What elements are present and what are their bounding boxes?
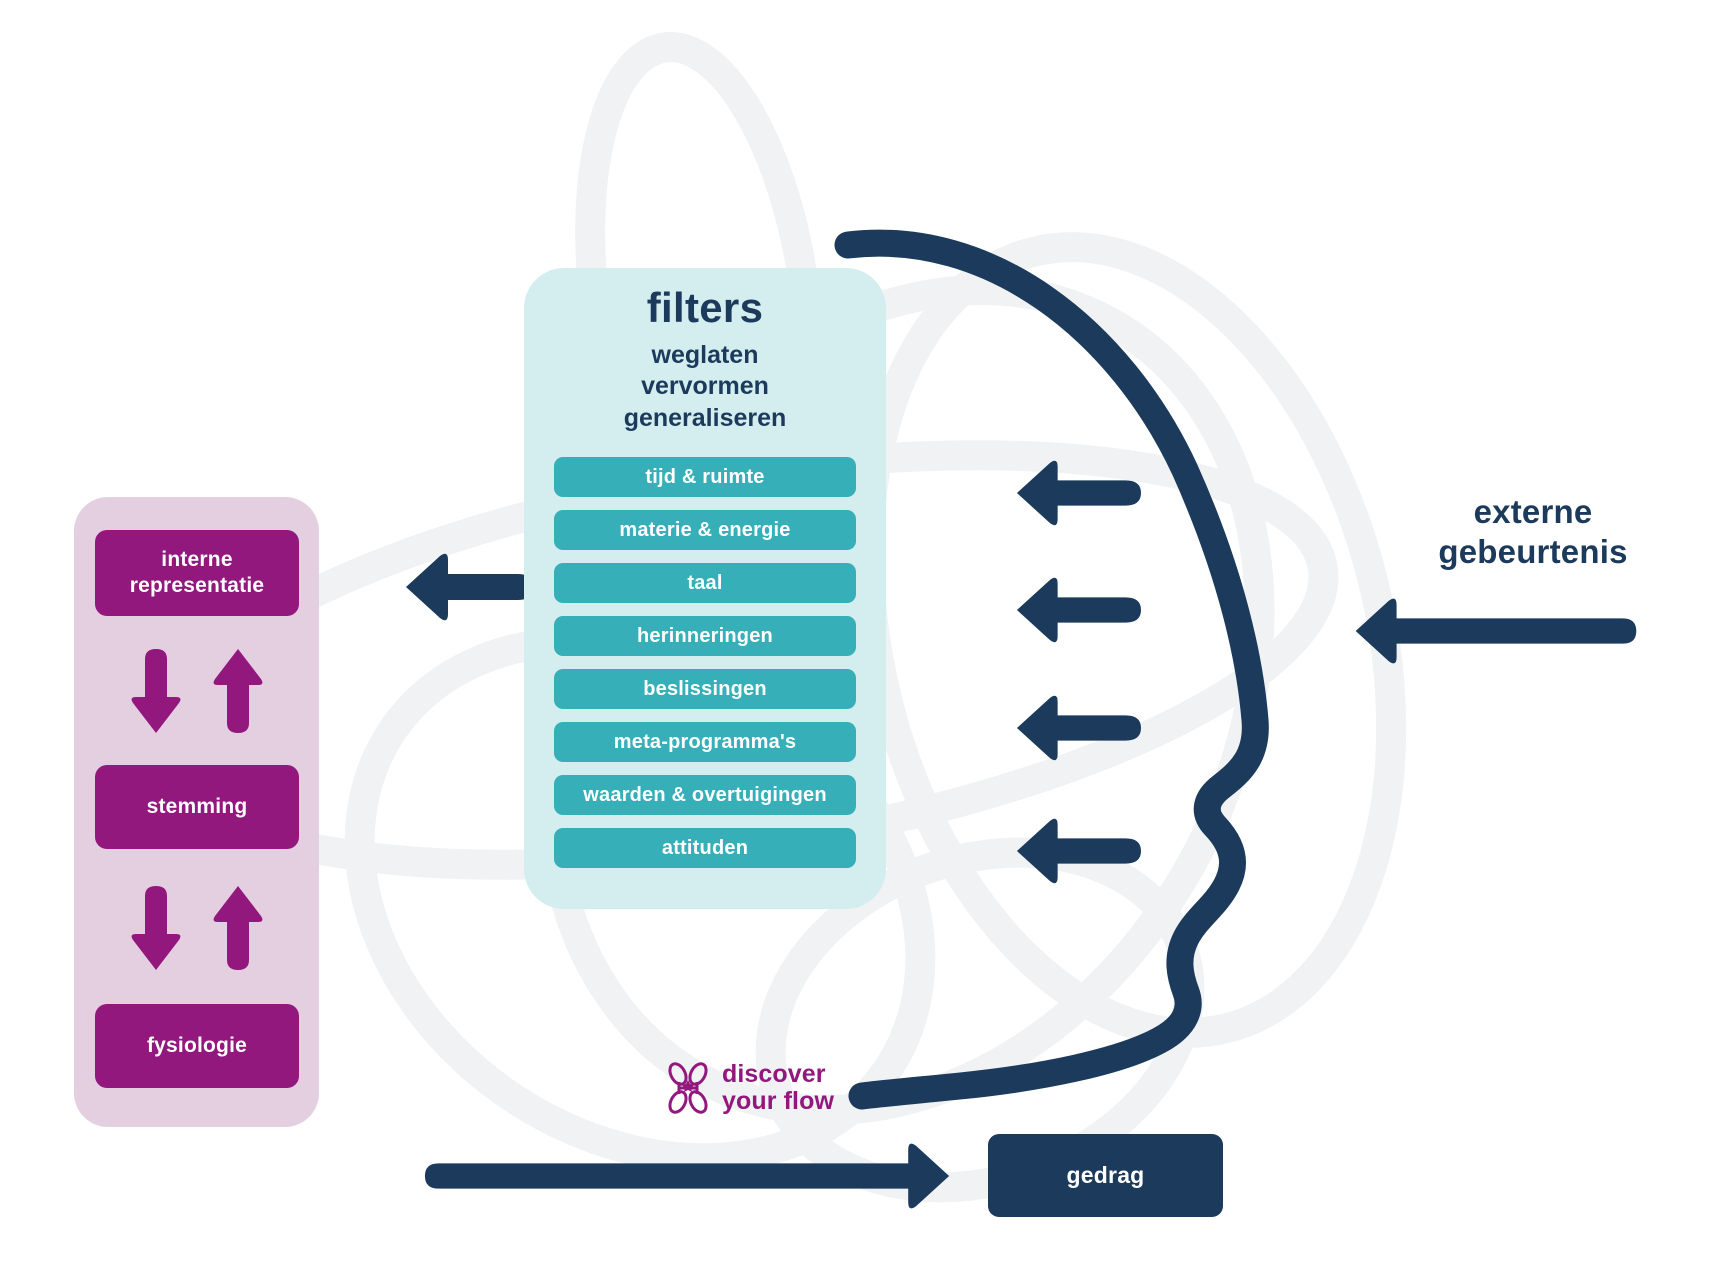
physiology-box[interactable]: fysiologie — [95, 1004, 299, 1088]
filter-chip[interactable]: waarden & overtuigingen — [554, 775, 856, 815]
internal-representation-box[interactable]: interne representatie — [95, 530, 299, 616]
arrow-up-icon — [213, 885, 263, 970]
filter-chip[interactable]: taal — [554, 563, 856, 603]
internal-representation-line1: interne — [161, 548, 233, 572]
arrow-into-face-3 — [1016, 695, 1141, 761]
arrow-down-icon — [131, 648, 181, 733]
filters-subtitle: weglaten vervormen generaliseren — [524, 340, 886, 434]
filters-card: filters weglaten vervormen generaliseren… — [524, 268, 886, 909]
arrow-to-behavior — [424, 1143, 950, 1209]
mood-label: stemming — [146, 795, 248, 819]
filter-chip[interactable]: tijd & ruimte — [554, 457, 856, 497]
arrow-into-face-1 — [1016, 460, 1141, 526]
behavior-label: gedrag — [1066, 1162, 1145, 1188]
internal-representation-line2: representatie — [129, 574, 265, 597]
arrow-external-event-in — [1355, 598, 1637, 664]
filters-subtitle-line-2: vervormen — [641, 372, 769, 401]
internal-arrows-top — [95, 643, 299, 738]
external-event-line2: gebeurtenis — [1438, 532, 1628, 570]
logo-text: discover your flow — [722, 1061, 834, 1115]
filters-subtitle-line-1: weglaten — [651, 341, 759, 369]
filters-title: filters — [646, 284, 764, 331]
filter-chip[interactable]: materie & energie — [554, 510, 856, 550]
arrow-up-icon — [213, 648, 263, 733]
logo-line-2: your flow — [722, 1087, 835, 1115]
behavior-box[interactable]: gedrag — [988, 1134, 1223, 1217]
internal-arrows-bottom — [95, 880, 299, 975]
flower-icon — [668, 1062, 708, 1114]
mood-box[interactable]: stemming — [95, 765, 299, 849]
logo-line-1: discover — [722, 1060, 826, 1088]
filter-chip[interactable]: herinneringen — [554, 616, 856, 656]
filter-chip[interactable]: attituden — [554, 828, 856, 868]
filter-chip[interactable]: beslissingen — [554, 669, 856, 709]
arrow-into-face-2 — [1016, 577, 1141, 643]
arrow-to-internal-representation — [406, 553, 534, 621]
physiology-label: fysiologie — [146, 1034, 248, 1058]
filter-chip-list: tijd & ruimte materie & energie taal her… — [554, 457, 856, 868]
filter-chip[interactable]: meta-programma's — [554, 722, 856, 762]
brand-logo[interactable]: discover your flow — [662, 1060, 834, 1116]
filters-subtitle-line-3: generaliseren — [623, 403, 787, 432]
arrow-into-face-4 — [1016, 818, 1141, 884]
external-event-line1: externe — [1473, 493, 1593, 530]
arrow-down-icon — [131, 885, 181, 970]
external-event-label: externe gebeurtenis — [1413, 492, 1653, 571]
